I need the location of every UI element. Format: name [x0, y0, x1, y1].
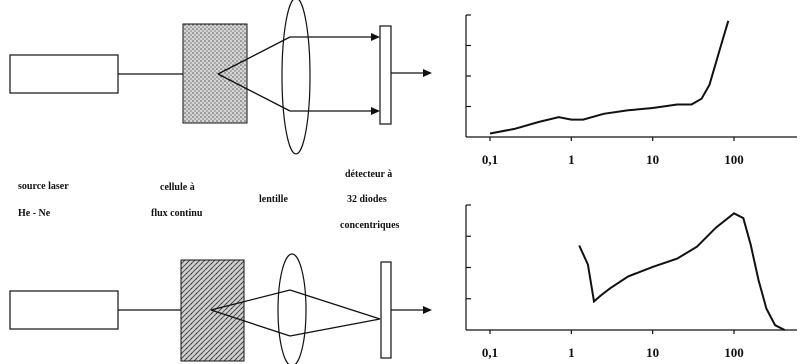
focused-ray-upper-bottom — [289, 289, 381, 320]
x-tick-label: 1 — [568, 345, 575, 360]
lens-bottom — [277, 253, 307, 364]
scatter-ray-upper-bottom — [210, 289, 291, 311]
chart-bottom-x-ticks: 0,1 1 10 100 — [482, 330, 744, 360]
detector-top — [379, 25, 392, 125]
laser-source-box-top — [9, 54, 119, 94]
scatter-ray-lower-bottom — [210, 309, 291, 337]
flow-cell-top — [182, 23, 248, 124]
x-tick-label: 10 — [646, 345, 659, 360]
output-arrowhead-bottom — [423, 306, 432, 314]
lens-label: lentille — [259, 194, 288, 205]
focused-ray-lower-bottom — [289, 318, 381, 337]
x-tick-label: 0,1 — [482, 152, 498, 167]
x-tick-label: 0,1 — [482, 345, 498, 360]
x-tick-label: 10 — [646, 152, 659, 167]
distribution-chart-bottom: 0,1 1 10 100 — [465, 204, 797, 360]
chart-top-x-ticks: 0,1 1 10 100 — [482, 137, 744, 167]
detector-label-line3: concentriques — [340, 220, 400, 231]
distribution-chart-top: 0,1 1 10 100 — [465, 14, 797, 167]
x-tick-label: 1 — [568, 152, 575, 167]
scatter-ray-lower-top — [217, 73, 291, 112]
top-optical-setup — [9, 0, 432, 155]
source-label-line1: source laser — [18, 181, 69, 192]
detector-label-line2: 32 diodes — [347, 194, 387, 205]
cell-label-line1: cellule à — [160, 182, 195, 193]
chart-bottom-series-line — [578, 212, 786, 331]
component-labels: source laser He - Ne cellule à flux cont… — [18, 169, 400, 231]
scatter-ray-upper-top — [217, 36, 291, 75]
x-tick-label: 100 — [724, 152, 744, 167]
output-arrowhead-top — [423, 69, 432, 77]
arrowhead-lower-top — [371, 107, 380, 115]
detector-bottom — [380, 261, 392, 359]
x-tick-label: 100 — [724, 345, 744, 360]
source-label-line2: He - Ne — [18, 208, 51, 219]
chart-top-y-ticks — [466, 14, 471, 108]
lens-top — [281, 0, 311, 155]
arrowhead-upper-top — [371, 33, 380, 41]
chart-top-series-line — [489, 20, 730, 135]
laser-source-box-bottom — [9, 290, 119, 330]
cell-label-line2: flux continu — [151, 208, 203, 219]
bottom-optical-setup — [9, 253, 432, 364]
chart-bottom-y-ticks — [466, 204, 471, 300]
detector-label-line1: détecteur à — [345, 169, 392, 180]
